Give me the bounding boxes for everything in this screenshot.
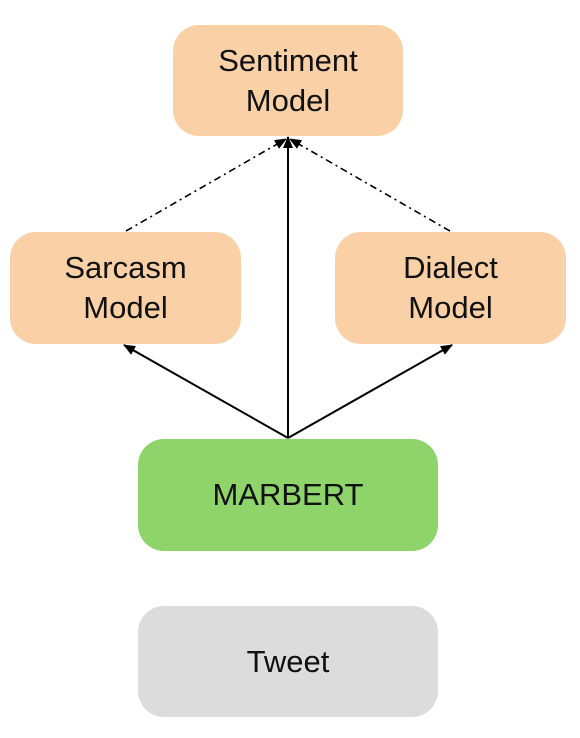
edge-marbert-to-dialect: [287, 344, 453, 439]
marbert-node: MARBERT: [138, 439, 438, 551]
tweet-label: Tweet: [246, 643, 330, 679]
sarcasm-model-node: Sarcasm Model: [10, 232, 241, 344]
tweet-node: Tweet: [138, 606, 438, 717]
sentiment-model-label-line-1: Sentiment: [218, 42, 358, 78]
edge-marbert-to-sarcasm: [123, 344, 289, 439]
sarcasm-model-label-line-2: Model: [83, 290, 168, 325]
sarcasm-model-label-line-1: Sarcasm: [64, 250, 187, 285]
sentiment-model-node: Sentiment Model: [173, 25, 403, 136]
marbert-label: MARBERT: [212, 477, 364, 512]
dialect-model-node: Dialect Model: [335, 232, 566, 344]
dialect-model-label-line-2: Model: [408, 290, 493, 325]
dialect-model-label-line-1: Dialect: [403, 250, 498, 285]
edge-sarcasm-to-sentiment: [125, 138, 287, 232]
sentiment-model-label-line-2: Model: [245, 82, 331, 118]
edge-dialect-to-sentiment: [289, 138, 451, 232]
